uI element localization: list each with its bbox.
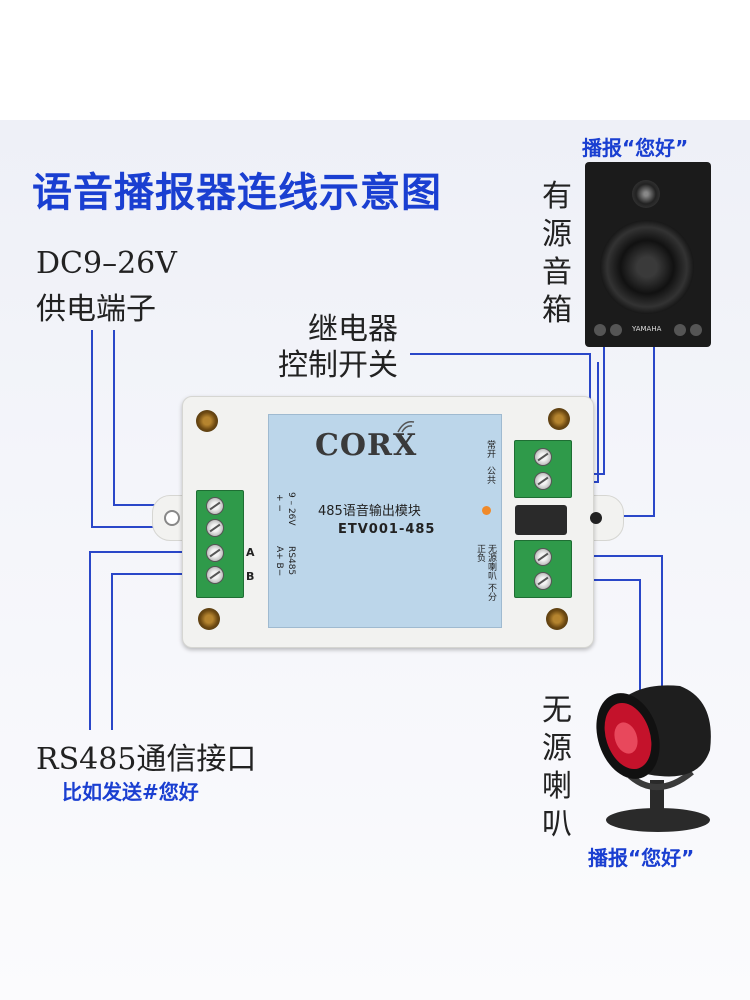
speaker-tweeter <box>632 180 660 208</box>
terminal-letter-a: A <box>246 546 255 559</box>
power-label-terminal: 供电端子 <box>36 292 156 327</box>
signal-icon <box>397 420 415 433</box>
relay-screw-common <box>534 472 552 490</box>
status-led <box>482 506 491 515</box>
terminal-screw-b <box>206 566 224 584</box>
horn-caption: 播报“您好” <box>588 846 695 870</box>
horn-screw-1 <box>534 548 552 566</box>
relay-screw-no <box>534 448 552 466</box>
horn-screw-2 <box>534 572 552 590</box>
polarity-label: + − <box>274 494 284 512</box>
right-mount-hole <box>590 512 602 524</box>
terminal-screw-minus <box>206 519 224 537</box>
module-name: 485语音输出模块 <box>318 504 421 519</box>
relay-common-label: 公共 <box>485 466 495 484</box>
relay-label-line1: 继电器 <box>308 312 398 347</box>
speaker-caption: 播报“您好” <box>582 136 689 160</box>
corner-screw-br <box>546 608 568 630</box>
corner-screw-tl <box>196 410 218 432</box>
speaker-brand-mark: YAMAHA <box>632 325 662 333</box>
terminal-screw-a <box>206 544 224 562</box>
corner-screw-bl <box>198 608 220 630</box>
speaker-controls: YAMAHA <box>594 322 706 338</box>
speaker-wire-2 <box>590 346 655 517</box>
audio-jack <box>515 505 567 535</box>
terminal-screw-plus <box>206 497 224 515</box>
rs485-wire-a <box>89 551 204 730</box>
relay-label-line2: 控制开关 <box>278 348 398 383</box>
relay-no-label: 常开 <box>485 440 495 458</box>
bus-pins-label: A+ B− <box>274 546 284 577</box>
active-speaker-label: 有 源 音 箱 <box>542 179 572 328</box>
horn-terminal-label: 无源喇叭 不分正负 <box>475 544 496 601</box>
bus-label: RS485 <box>286 546 296 576</box>
passive-horn-image <box>596 685 711 832</box>
module-code: ETV001-485 <box>338 522 436 537</box>
power-label-voltage: DC9–26V <box>36 246 177 281</box>
voltage-label: 9 – 26V <box>286 492 296 526</box>
module-brand: CORX <box>315 428 418 463</box>
speaker-woofer <box>600 220 694 314</box>
rs485-wire-b <box>111 573 204 730</box>
terminal-letter-b: B <box>246 570 255 583</box>
corner-screw-tr <box>548 408 570 430</box>
horn-wire-1 <box>568 555 663 690</box>
module-label-panel <box>268 414 502 628</box>
rs485-label: RS485通信接口 <box>36 742 257 777</box>
page-title: 语音播报器连线示意图 <box>32 170 442 216</box>
passive-horn-label: 无 源 喇 叭 <box>542 693 572 842</box>
left-mount-hole <box>164 510 180 526</box>
rs485-example: 比如发送#您好 <box>62 780 199 804</box>
